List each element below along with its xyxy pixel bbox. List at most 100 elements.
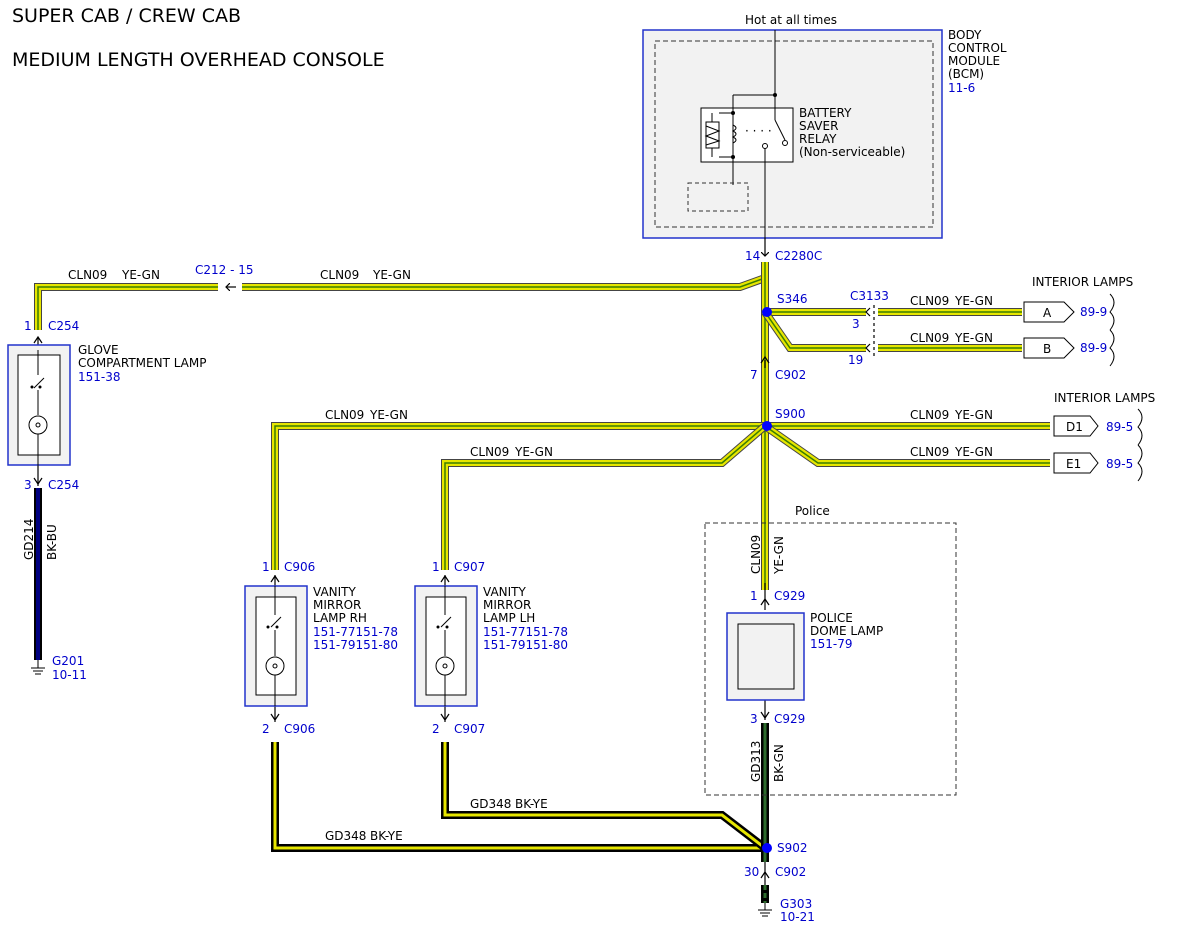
c3133-pin-a: 3	[852, 317, 860, 331]
bcm-pin: 14	[745, 249, 760, 263]
glove-conn-bot[interactable]: C254	[48, 478, 79, 492]
police-wire-color: YE-GN	[772, 536, 786, 575]
g303-ref-link[interactable]: 10-21	[780, 910, 815, 924]
wire-label-circuit: CLN09	[470, 445, 509, 459]
vanity-lh-ref-1-link[interactable]: 151-77151-78	[483, 625, 568, 639]
vanity-lh-pin-top: 1	[432, 560, 440, 574]
wire-label-color: YE-GN	[369, 408, 408, 422]
wire-label-circuit: GD348	[325, 829, 366, 843]
bcm-name-1: BODY	[948, 28, 982, 42]
glove-ref-link[interactable]: 151-38	[78, 370, 121, 384]
hot-at-all-times-label: Hot at all times	[745, 13, 837, 27]
police-ref-link[interactable]: 151-79	[810, 637, 853, 651]
bcm-name-3: MODULE	[948, 54, 1000, 68]
flag-e1: E1	[1066, 457, 1081, 471]
vanity-lh-conn-top[interactable]: C907	[454, 560, 485, 574]
wire-label-color: YE-GN	[514, 445, 553, 459]
c3133-link[interactable]: C3133	[850, 289, 889, 303]
police-pin-bot: 3	[750, 712, 758, 726]
glove-conn-top[interactable]: C254	[48, 319, 79, 333]
wire-label-circuit: CLN09	[910, 294, 949, 308]
wire-label-circuit: CLN09	[325, 408, 364, 422]
ye-gn-wires	[34, 262, 1050, 590]
wire-label-color: BK-YE	[515, 797, 548, 811]
gd214-color: BK-BU	[45, 524, 59, 560]
vanity-rh-pin-top: 1	[262, 560, 270, 574]
vanity-rh-conn-top[interactable]: C906	[284, 560, 315, 574]
s346-link[interactable]: S346	[777, 292, 808, 306]
wire-label-color: BK-YE	[370, 829, 403, 843]
gd313-color: BK-GN	[772, 744, 786, 782]
glove-compartment-lamp: GLOVE COMPARTMENT LAMP 151-38 1 C254 3 C…	[7, 319, 206, 682]
vanity-lh-name-3: LAMP LH	[483, 611, 535, 625]
gd313-circuit: GD313	[749, 741, 763, 782]
flag-b: B	[1043, 342, 1051, 356]
bcm-name-2: CONTROL	[948, 41, 1007, 55]
police-wire-circuit: CLN09	[749, 535, 763, 574]
g201-ref-link[interactable]: 10-11	[52, 668, 87, 682]
vanity-rh-ref-1-link[interactable]: 151-77151-78	[313, 625, 398, 639]
bcm-ref-link[interactable]: 11-6	[948, 81, 975, 95]
flag-a-ref-link[interactable]: 89-9	[1080, 305, 1107, 319]
police-conn-top[interactable]: C929	[774, 589, 805, 603]
wire-label-circuit: GD348	[470, 797, 511, 811]
bcm-module: Hot at all times BODY CONTROL MODULE (BC…	[642, 13, 1007, 250]
g201-link[interactable]: G201	[52, 654, 84, 668]
police-name-1: POLICE	[810, 611, 853, 625]
vanity-rh-name-2: MIRROR	[313, 598, 361, 612]
g303-ground: G303 10-21	[758, 897, 815, 924]
c902-pin-bot: 30	[744, 865, 759, 879]
interior-lamps-group-2: INTERIOR LAMPS D1 89-5 E1 89-5	[1053, 391, 1155, 482]
bcm-connector-link[interactable]: C2280C	[775, 249, 822, 263]
splice-dot	[762, 843, 772, 853]
interior-lamps-group-1: INTERIOR LAMPS A 89-9 B 89-9	[1023, 275, 1133, 367]
c902-bot-link[interactable]: C902	[775, 865, 806, 879]
wire-label-circuit: CLN09	[910, 408, 949, 422]
c902-top-link[interactable]: C902	[775, 368, 806, 382]
c3133-pin-b: 19	[848, 353, 863, 367]
police-name-2: DOME LAMP	[810, 624, 883, 638]
wire-label-circuit: CLN09	[320, 268, 359, 282]
relay-name-4: (Non-serviceable)	[799, 145, 905, 159]
splices	[762, 307, 772, 853]
c212-link[interactable]: C212 - 15	[195, 263, 254, 277]
flag-d1-ref-link[interactable]: 89-5	[1106, 420, 1133, 434]
wire-label-circuit: CLN09	[910, 331, 949, 345]
diagram-title: SUPER CAB / CREW CAB	[12, 5, 241, 27]
relay-dots: · · · ·	[745, 124, 772, 138]
vanity-rh-ref-2-link[interactable]: 151-79151-80	[313, 638, 398, 652]
c902-pin-top: 7	[750, 368, 758, 382]
diagram-subtitle: MEDIUM LENGTH OVERHEAD CONSOLE	[12, 49, 385, 71]
s902-link[interactable]: S902	[777, 841, 808, 855]
glove-name-2: COMPARTMENT LAMP	[78, 356, 206, 370]
g303-link[interactable]: G303	[780, 897, 812, 911]
flag-e1-ref-link[interactable]: 89-5	[1106, 457, 1133, 471]
vanity-rh-conn-bot[interactable]: C906	[284, 722, 315, 736]
relay-name-2: SAVER	[799, 119, 838, 133]
vanity-rh-pin-bot: 2	[262, 722, 270, 736]
wire-label-circuit: CLN09	[910, 445, 949, 459]
vanity-rh-name-3: LAMP RH	[313, 611, 367, 625]
splice-dot	[762, 307, 772, 317]
wire-label-color: YE-GN	[954, 294, 993, 308]
splice-dot	[762, 421, 772, 431]
vanity-lh-conn-bot[interactable]: C907	[454, 722, 485, 736]
wire-label-circuit: CLN09	[68, 268, 107, 282]
police-conn-bot[interactable]: C929	[774, 712, 805, 726]
bcm-name-4: (BCM)	[948, 67, 984, 81]
flag-b-ref-link[interactable]: 89-9	[1080, 341, 1107, 355]
s900-link[interactable]: S900	[775, 407, 806, 421]
relay-name-3: RELAY	[799, 132, 837, 146]
interior-lamps-title: INTERIOR LAMPS	[1054, 391, 1155, 405]
wire-label-color: YE-GN	[372, 268, 411, 282]
vanity-lh-ref-2-link[interactable]: 151-79151-80	[483, 638, 568, 652]
vanity-mirror-lamp-rh: VANITY MIRROR LAMP RH 151-77151-78 151-7…	[244, 560, 398, 736]
glove-pin-bot: 3	[24, 478, 32, 492]
relay-name-1: BATTERY	[799, 106, 852, 120]
police-pin-top: 1	[750, 589, 758, 603]
glove-name-1: GLOVE	[78, 343, 119, 357]
ground-wires	[34, 488, 769, 903]
police-label: Police	[795, 504, 830, 518]
glove-pin-top: 1	[24, 319, 32, 333]
